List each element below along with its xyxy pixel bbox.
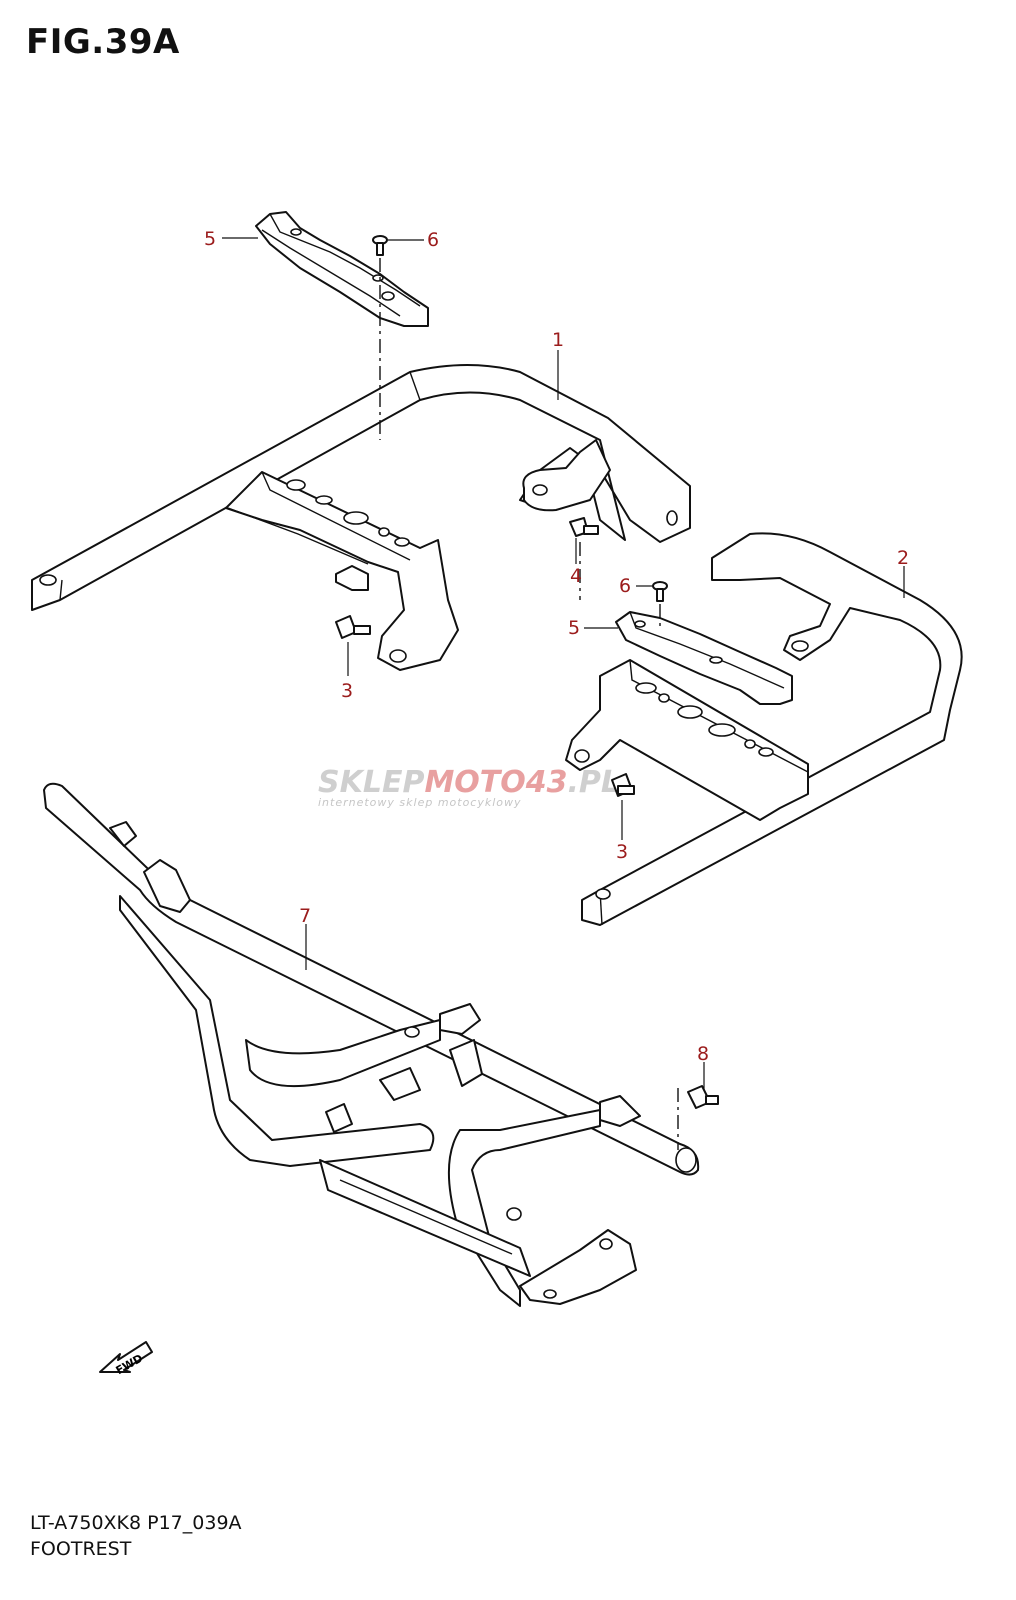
model-code: LT-A750XK8 P17_039A bbox=[30, 1512, 242, 1534]
section-name: FOOTREST bbox=[30, 1538, 132, 1560]
callout-6-right: 6 bbox=[619, 575, 631, 597]
part-7-front-guard bbox=[43, 782, 700, 1307]
callout-2: 2 bbox=[897, 547, 909, 569]
part-6-screw-upper bbox=[372, 235, 388, 256]
callout-3-left: 3 bbox=[341, 680, 353, 702]
callout-5-right: 5 bbox=[568, 617, 580, 639]
callout-numbers: 5 6 1 4 3 2 6 5 3 7 8 bbox=[204, 228, 909, 1065]
watermark-brand-b: MOTO bbox=[424, 765, 525, 800]
part-5-footrest-pad-right bbox=[615, 611, 793, 705]
watermark-brand-a: SKLEP bbox=[318, 765, 424, 800]
part-4-bolt bbox=[569, 517, 599, 537]
part-6-screw-right bbox=[652, 581, 668, 602]
watermark-brand-d: .PL bbox=[568, 765, 621, 800]
callout-8: 8 bbox=[697, 1043, 709, 1065]
watermark-tagline: internetowy sklep motocyklowy bbox=[318, 796, 522, 809]
watermark-brand-c: 43 bbox=[525, 765, 568, 800]
watermark: SKLEPMOTO43.PL internetowy sklep motocyk… bbox=[318, 765, 620, 809]
callout-leaders bbox=[222, 237, 905, 1090]
callout-1: 1 bbox=[552, 329, 564, 351]
callout-3-right: 3 bbox=[616, 841, 628, 863]
part-5-footrest-pad-upper bbox=[255, 211, 429, 327]
callout-7: 7 bbox=[299, 905, 311, 927]
part-2-right-footrest-bracket bbox=[565, 532, 963, 926]
assembly-lines bbox=[379, 258, 679, 1150]
part-3-bolt-left bbox=[335, 615, 371, 639]
callout-6-upper: 6 bbox=[427, 229, 439, 251]
callout-5-upper: 5 bbox=[204, 228, 216, 250]
fwd-arrow-icon: FWD bbox=[99, 1341, 153, 1377]
part-1-left-footrest-bracket bbox=[31, 364, 691, 671]
part-3-bolt-right bbox=[611, 773, 635, 797]
callout-4: 4 bbox=[570, 565, 582, 587]
svg-text:SKLEPMOTO43.PL: SKLEPMOTO43.PL bbox=[318, 765, 620, 800]
part-8-bolt bbox=[687, 1085, 719, 1109]
figure-title: FIG.39A bbox=[26, 22, 180, 62]
